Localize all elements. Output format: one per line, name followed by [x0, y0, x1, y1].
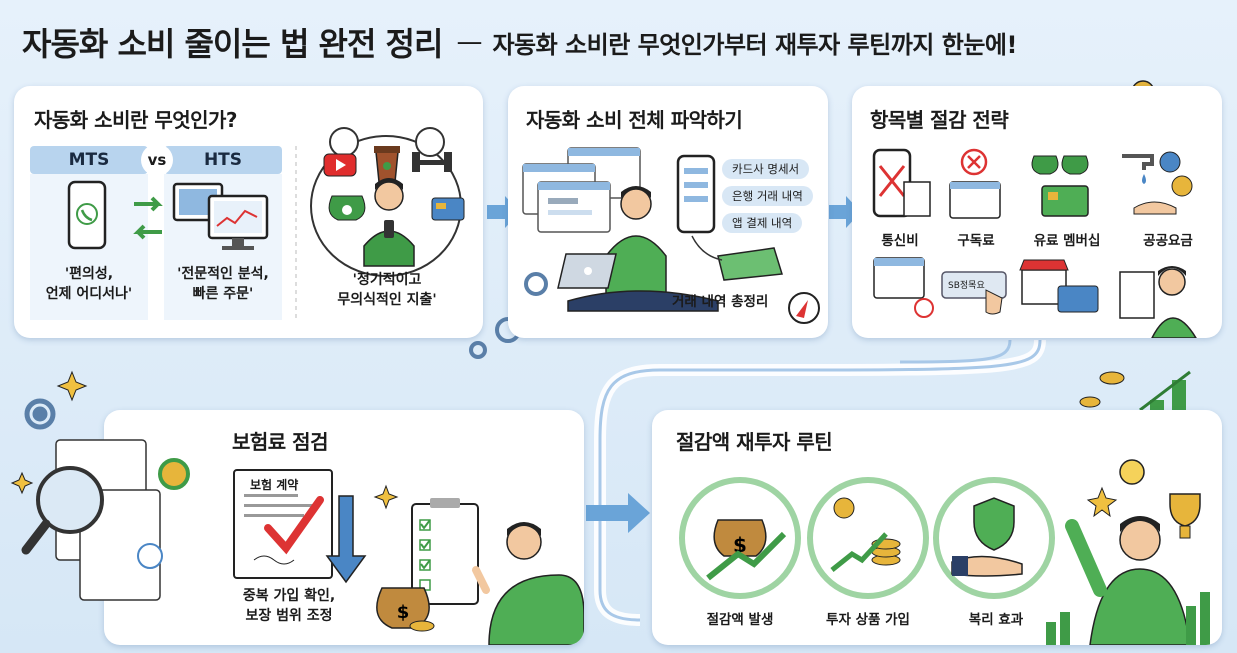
- main-title: 자동화 소비 줄이는 법 완전 정리: [22, 25, 443, 63]
- person-with-phone-icon: [363, 178, 415, 267]
- subtitle: 자동화 소비란 무엇인가부터 재투자 루틴까지 한눈에!: [492, 30, 1017, 59]
- star-icon: [1086, 486, 1118, 518]
- hts-header: HTS: [164, 146, 282, 174]
- item-label-phone: 통신비: [881, 233, 919, 249]
- insurance-document-icon: [233, 469, 333, 579]
- person-with-bill-icon: [1119, 266, 1197, 338]
- svg-text:$: $: [397, 602, 410, 623]
- sparkle-icon: [56, 370, 88, 402]
- desktop-monitor-icon: [172, 182, 269, 250]
- panel-title: 자동화 소비란 무엇인가?: [34, 108, 238, 132]
- credit-card-icon: [431, 197, 465, 221]
- panel-category-savings: 항목별 절감 전략: [852, 86, 1222, 338]
- panel-title: 자동화 소비 전체 파악하기: [526, 108, 743, 132]
- utilities-icon: [1122, 151, 1193, 215]
- tag-app-payments: 앱 결제 내역: [722, 213, 803, 233]
- down-arrow-icon: [325, 495, 367, 584]
- gear-icon: [524, 272, 548, 296]
- item-label-membership: 유료 멤버십: [1033, 233, 1101, 249]
- youtube-icon: [323, 153, 357, 177]
- bill-reduction-icon: [873, 257, 934, 318]
- store-card-icon: [1019, 259, 1099, 313]
- tag-bank-transactions: 은행 거래 내역: [722, 186, 813, 206]
- panel2-caption: 거래 내역 총정리: [672, 294, 769, 310]
- mts-caption: '편의성,언제 어디서나': [45, 266, 133, 303]
- panel-title: 항목별 절감 전략: [870, 108, 1009, 132]
- person-with-laptop-icon: [557, 186, 719, 312]
- exchange-arrows-icon: [133, 196, 163, 240]
- compound-shield-icon: [933, 477, 1055, 599]
- panel-title: 절감액 재투자 루틴: [676, 430, 833, 454]
- vs-badge: vs: [141, 144, 173, 176]
- gear-icon: [24, 398, 56, 430]
- compass-icon: [788, 292, 820, 324]
- membership-money-icon: [1031, 155, 1089, 217]
- subscription-button-label: SB정목요: [948, 281, 985, 291]
- doc-title: 보험 계약: [250, 478, 299, 492]
- dumbbell-icon: [412, 152, 452, 172]
- panel-title: 보험료 점검: [232, 430, 328, 454]
- sparkle-icon: [373, 484, 399, 510]
- hts-caption: '전문적인 분석,빠른 주문': [177, 266, 269, 303]
- panel-overview-spending: 자동화 소비 전체 파악하기: [508, 86, 828, 338]
- page-header: 자동화 소비 줄이는 법 완전 정리 — 자동화 소비란 무엇인가부터 재투자 …: [22, 14, 1017, 70]
- title-dash: —: [456, 27, 483, 57]
- step-label-investment: 투자 상품 가입: [826, 612, 910, 628]
- svg-text:$: $: [733, 533, 747, 557]
- smartphone-icon: [67, 180, 107, 250]
- arrow-p4-p5: [586, 493, 650, 533]
- tag-card-statement: 카드사 명세서: [722, 159, 810, 179]
- tap-button-icon: [941, 271, 1007, 315]
- panel-what-is-automated-spending: 자동화 소비란 무엇인가? MTS HTS vs: [14, 86, 483, 338]
- smartphone-list-icon: [676, 154, 716, 234]
- panel-insurance-check: 보험료 점검 $: [104, 410, 584, 645]
- coffee-cup-icon: [374, 146, 400, 183]
- phone-bill-icon: [872, 148, 931, 218]
- wallet-icon: [717, 247, 783, 281]
- magnifier-documents-icon: [21, 439, 190, 601]
- step-label-compound: 복리 효과: [968, 612, 1024, 628]
- cancel-subscription-icon: [949, 148, 1001, 219]
- mts-header: MTS: [30, 146, 148, 174]
- panel-reinvestment-routine: 절감액 재투자 루틴 $: [652, 410, 1222, 645]
- item-label-subscription: 구독료: [957, 233, 995, 249]
- celebrating-person-icon: [1065, 516, 1191, 645]
- investment-coins-icon: [807, 477, 929, 599]
- person-pointing-icon: [472, 522, 584, 645]
- panel4-caption: 중복 가입 확인,보장 범위 조정: [242, 588, 336, 625]
- money-bag-coins-icon: $: [376, 587, 435, 632]
- trophy-icon: [1169, 493, 1201, 539]
- lightbulb-icon: [1119, 459, 1145, 485]
- money-bag-icon: [328, 195, 366, 221]
- item-label-utilities: 공공요금: [1143, 233, 1193, 249]
- step-label-savings: 절감액 발생: [706, 612, 774, 628]
- savings-growth-icon: $: [679, 477, 801, 599]
- browser-windows-icon: [522, 147, 641, 233]
- sparkle-icon: [10, 471, 34, 495]
